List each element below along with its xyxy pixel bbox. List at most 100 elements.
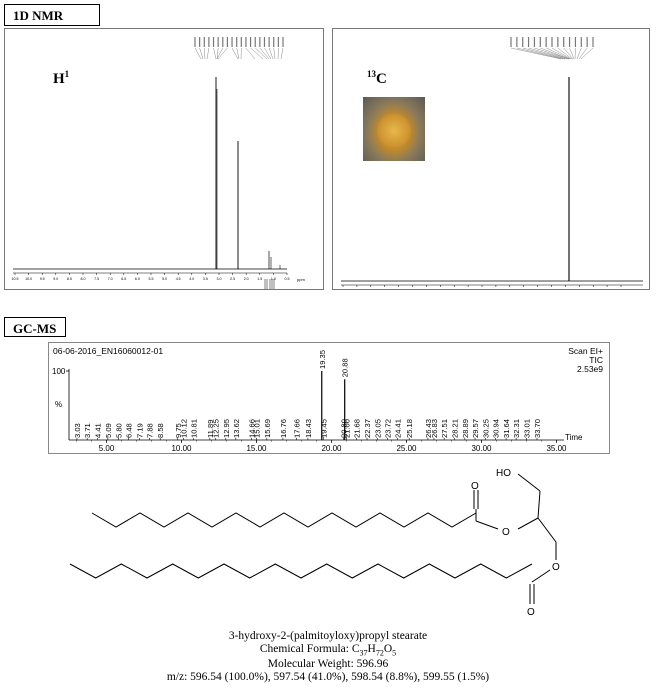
gc-peak-label: 7.19 [135, 423, 144, 438]
h1-peak-label-leader [273, 47, 276, 60]
c13-peak-label-leader [540, 47, 570, 60]
c13-axis-ticks: 2001901801701601501401301201101009080706… [342, 285, 622, 287]
h1-peak-label-leader [204, 47, 206, 60]
chemical-structure: HO O O O O [69, 468, 560, 618]
gc-y-pct-label: % [55, 400, 62, 409]
c13-peak-label-leader [551, 47, 572, 60]
gc-peak-label: 15.69 [263, 419, 272, 438]
gc-peak-label: 33.70 [533, 419, 542, 438]
h1-tick-label: 1.0 [271, 277, 276, 281]
h1-tick-label: 5.0 [162, 277, 167, 281]
gc-peak-label: 25.18 [405, 419, 414, 438]
c13-peak-label-glyph [574, 37, 577, 47]
h1-peak-label-glyph [282, 37, 284, 47]
gc-chromatogram-panel: 06-06-2016_EN16060012-01 Scan EI+ TIC 2.… [48, 342, 610, 454]
gc-peak-label: 8.58 [156, 423, 165, 438]
c13-peak-label-leader [546, 47, 571, 60]
gc-x-tick-label: 10.00 [171, 444, 192, 453]
h1-tick-label: 10.0 [25, 277, 32, 281]
gc-peak-label: 19.45 [319, 419, 328, 438]
gc-header-right-tic: TIC [589, 355, 603, 365]
h1-tick-label: 4.5 [176, 277, 181, 281]
gc-peak-label: 15.01 [253, 419, 262, 438]
gc-peak-label: 17.66 [292, 419, 301, 438]
h1-peak-label-glyph [249, 37, 252, 47]
gc-peak-label: 19.35 [318, 350, 327, 369]
h1-tick-label: 1.5 [257, 277, 262, 281]
gc-peak-label: 12.25 [211, 419, 220, 438]
h1-peak-label-leader [213, 47, 217, 60]
gc-peak-label: 10.81 [190, 419, 199, 438]
gc-peak-label: 21.00 [343, 419, 352, 438]
gc-peak-label: 3.71 [83, 423, 92, 438]
atom-ho: HO [496, 468, 511, 479]
h1-peak-label-glyph [231, 37, 233, 47]
gc-peak-label: 13.62 [232, 419, 241, 438]
h1-peak-label-glyph [203, 37, 205, 47]
glycerol-ch-ch2oh [537, 490, 541, 519]
molecular-weight: Molecular Weight: 596.96 [267, 658, 389, 670]
h1-peak-label-leader [216, 47, 223, 60]
gc-x-tick-label: 25.00 [396, 444, 417, 453]
gc-peak-label: 4.41 [94, 423, 103, 438]
gc-peak-label: 26.83 [430, 419, 439, 438]
c13-nucleus-label: 13C [367, 69, 387, 87]
c13-peak-label-leader [569, 47, 575, 60]
c13-peak-label-leader [580, 47, 594, 60]
h1-peak-label-leader [259, 47, 270, 60]
atom-o-top-ester: O [502, 527, 510, 538]
gc-peak-label: 21.68 [353, 419, 362, 438]
c13-peak-label-leader [578, 47, 588, 60]
h1-peak-label-glyph [199, 37, 201, 47]
gc-peak-label: 24.41 [394, 419, 403, 438]
c13-peak-label-leader [516, 47, 564, 60]
c13-peak-label-glyph [551, 37, 553, 47]
gc-peak-label: 20.88 [341, 358, 350, 377]
gc-peak-label: 9.75 [174, 423, 183, 438]
c13-nmr-panel: 2001901801701601501401301201101009080706… [332, 28, 650, 290]
mz-values: m/z: 596.54 (100.0%), 597.54 (41.0%), 59… [166, 671, 490, 683]
c13-peak-label-glyph [545, 37, 547, 47]
h1-peak-label-glyph [245, 37, 247, 47]
h1-peak-label-glyph [226, 37, 229, 47]
h1-peak-label-glyph [240, 37, 242, 47]
h1-tick-label: 9.5 [40, 277, 45, 281]
gc-peak-label: 20.80 [340, 419, 349, 438]
h1-tick-label: 8.0 [81, 277, 86, 281]
c13-peak-label-leader [563, 47, 574, 60]
atom-o-bottom-ester: O [552, 562, 560, 573]
top-ester-bond [475, 520, 499, 530]
h1-peak-label-glyph [277, 37, 279, 47]
h1-tick-label: 3.0 [217, 277, 222, 281]
h1-tick-label: 4.0 [189, 277, 194, 281]
c13-peak-label-glyph [586, 37, 588, 47]
h1-peak-label-leader [231, 47, 239, 60]
h1-peak-label-glyph [263, 37, 266, 47]
h1-tick-label: 2.0 [244, 277, 249, 281]
gc-peak-label: 30.25 [481, 419, 490, 438]
glycerol-ch-ch2 [537, 517, 557, 543]
c13-nmr-spectrum: 2001901801701601501401301201101009080706… [341, 37, 643, 287]
c13-peak-label-glyph [592, 37, 594, 47]
h1-tick-label: 9.0 [53, 277, 58, 281]
stearoyl-chain [69, 563, 533, 579]
gc-peak-label: 31.64 [502, 419, 511, 438]
h1-tick-label: 6.5 [121, 277, 126, 281]
gc-x-tick-label: 5.00 [99, 444, 115, 453]
h1-peak-label-glyph [273, 37, 275, 47]
gc-peak-label: 18.43 [304, 419, 313, 438]
h1-peak-label-leader [236, 47, 240, 60]
h1-peak-label-glyph [217, 37, 219, 47]
h1-tick-label: 2.5 [230, 277, 235, 281]
c13-peak-label-glyph [516, 37, 518, 47]
gc-peak-label: 10.12 [179, 419, 188, 438]
h1-peak-label-leader [206, 47, 210, 60]
h1-ppm-label: ppm [297, 277, 305, 282]
gc-x-axis-label: Time [565, 433, 583, 442]
c13-peak-label-leader [510, 47, 562, 60]
h1-peak-label-leader [268, 47, 274, 60]
